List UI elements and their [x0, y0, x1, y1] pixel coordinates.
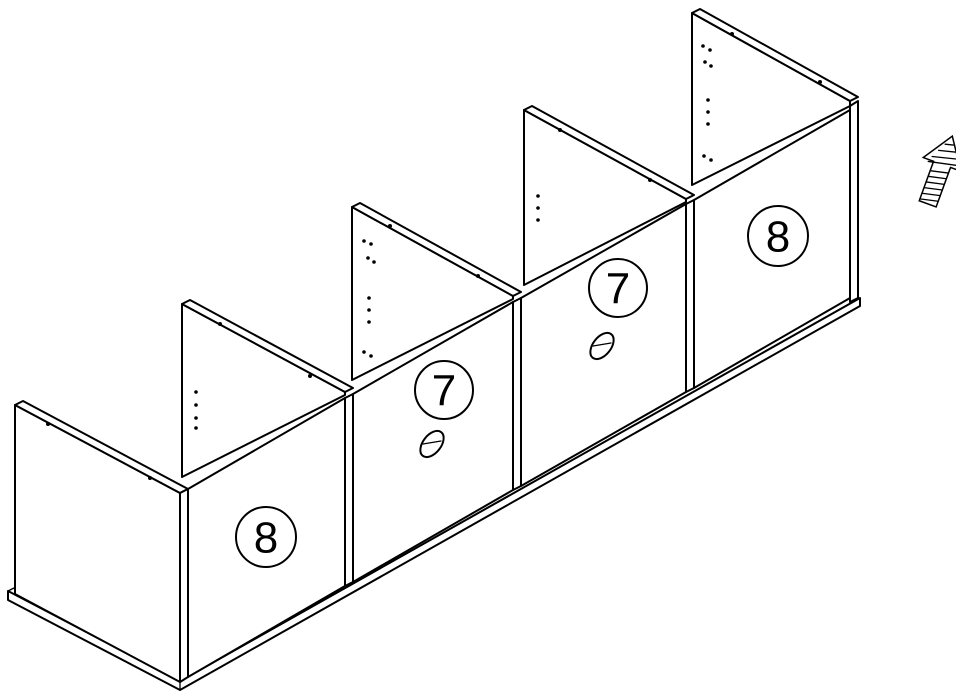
right-end-edge: [849, 100, 859, 303]
part-callout-circle: [747, 205, 809, 267]
front-panel-4: 8: [685, 109, 851, 393]
cable-hole: [589, 331, 615, 361]
part-label: 8: [766, 213, 790, 262]
part-label: 7: [432, 367, 456, 416]
part-callout-circle: [414, 360, 474, 420]
part-callout-circle: [235, 506, 297, 568]
part-label: 8: [254, 514, 278, 563]
hatched-arrow-down-left-icon: [918, 134, 956, 208]
front-panel-3: 7: [512, 203, 687, 491]
divider-panel-1: [181, 299, 354, 478]
divider-panel-3: [523, 105, 695, 286]
cable-hole: [419, 429, 445, 459]
right-end-panel: [691, 8, 859, 186]
front-panel-1: 8: [179, 397, 346, 683]
part-label: 7: [606, 265, 630, 314]
left-end-panel: [14, 400, 189, 683]
part-callout-circle: [588, 258, 648, 318]
divider-panel-2: [351, 202, 522, 381]
